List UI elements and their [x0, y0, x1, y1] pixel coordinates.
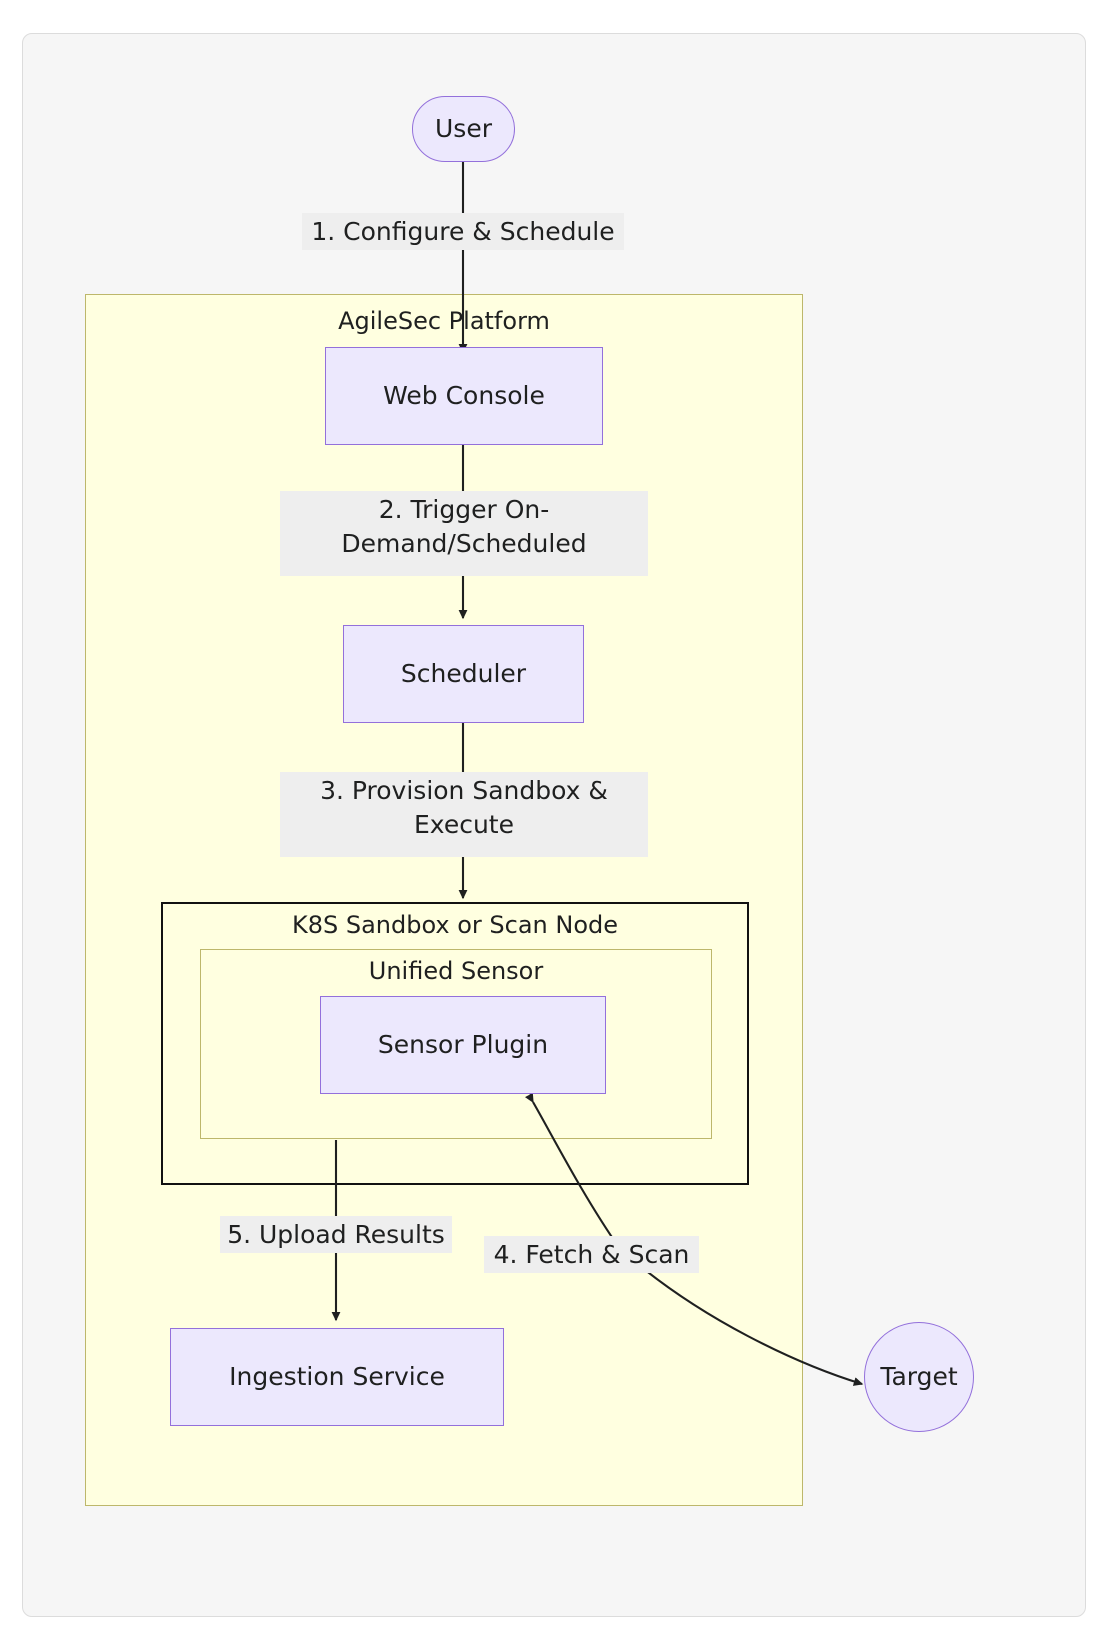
cluster-label-agilesec-platform: AgileSec Platform — [338, 307, 550, 335]
edge-label-line-1: 5. Upload Results — [227, 1220, 445, 1249]
node-label-scheduler: Scheduler — [400, 659, 527, 689]
edge-label-upload-results: 5. Upload Results — [220, 1216, 452, 1253]
edge-label-line-1: 3. Provision Sandbox & — [320, 776, 608, 805]
edge-label-line-2: Demand/Scheduled — [341, 529, 587, 558]
cluster-label-k8s-sandbox: K8S Sandbox or Scan Node — [291, 911, 619, 939]
node-ingestion-service[interactable]: Ingestion Service — [170, 1328, 504, 1426]
cluster-agilesec-platform — [85, 294, 803, 1506]
edge-label-configure-schedule: 1. Configure & Schedule — [302, 213, 624, 250]
node-target[interactable]: Target — [864, 1322, 974, 1432]
edge-label-trigger-on-demand: 2. Trigger On- Demand/Scheduled — [280, 491, 648, 576]
node-scheduler[interactable]: Scheduler — [343, 625, 584, 723]
edge-label-line-1: 2. Trigger On- — [378, 495, 550, 524]
edge-label-provision-sandbox: 3. Provision Sandbox & Execute — [280, 772, 648, 857]
node-label-sensor-plugin: Sensor Plugin — [377, 1030, 549, 1060]
node-label-ingestion-service: Ingestion Service — [229, 1362, 445, 1392]
edge-label-fetch-scan: 4. Fetch & Scan — [484, 1236, 699, 1273]
cluster-label-unified-sensor: Unified Sensor — [368, 957, 544, 985]
node-sensor-plugin[interactable]: Sensor Plugin — [320, 996, 606, 1094]
edge-label-line-2: Execute — [414, 810, 514, 839]
edge-label-line-1: 4. Fetch & Scan — [493, 1240, 690, 1269]
edge-label-line-1: 1. Configure & Schedule — [311, 217, 615, 246]
node-user[interactable]: User — [412, 96, 515, 162]
node-label-target: Target — [880, 1362, 958, 1392]
node-label-web-console: Web Console — [383, 381, 545, 411]
node-web-console[interactable]: Web Console — [325, 347, 603, 445]
node-label-user: User — [435, 114, 492, 144]
